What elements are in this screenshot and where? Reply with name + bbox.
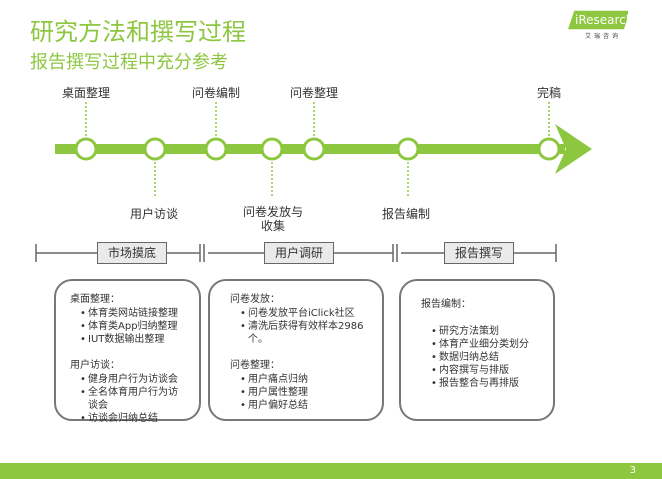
node-6 (396, 137, 420, 161)
list-item: 数据归纳总结 (431, 351, 539, 364)
logo-brand: iResearch (575, 13, 634, 27)
box-market-head2: 用户访谈： (70, 360, 120, 371)
list-item: 体育类网站链接整理 (80, 307, 185, 320)
node-4 (260, 137, 284, 161)
label-report-compilation: 报告编制 (382, 207, 431, 221)
node-1 (74, 137, 98, 161)
list-item: 研究方法策划 (431, 325, 539, 338)
list-item: 健身用户行为访谈会 (80, 373, 185, 386)
box-survey-head2: 问卷整理： (230, 360, 280, 371)
logo-sub: 艾瑞咨询 (585, 33, 622, 40)
stage-survey: 用户调研 (264, 242, 335, 264)
list-item: 问卷发放平台iClick社区 (240, 307, 368, 320)
box-survey-head1: 问卷发放： (230, 294, 280, 305)
page-number: 3 (629, 465, 636, 476)
iresearch-logo-mark (568, 10, 628, 30)
label-user-interview: 用户访谈 (130, 207, 179, 221)
list-item: 用户偏好总结 (240, 399, 368, 412)
node-5 (302, 137, 326, 161)
label-questionnaire-design: 问卷编制 (192, 86, 241, 100)
label-final-draft: 完稿 (537, 86, 562, 100)
page-title: 研究方法和撰写过程 (30, 18, 246, 46)
node-7 (537, 137, 561, 161)
box-user-survey: 问卷发放： 问卷发放平台iClick社区 清洗后获得有效样本2986个。 问卷整… (208, 279, 384, 421)
label-questionnaire-collation: 问卷整理 (290, 86, 339, 100)
list-item: 体育产业细分类划分 (431, 338, 539, 351)
list-item: IUT数据输出整理 (80, 333, 185, 346)
box-market-research: 桌面整理： 体育类网站链接整理 体育类App归纳整理 IUT数据输出整理 用户访… (54, 279, 201, 425)
node-3 (204, 137, 228, 161)
footer-bar (0, 463, 662, 479)
list-item: 用户属性整理 (240, 386, 368, 399)
list-item: 内容撰写与排版 (431, 364, 539, 377)
list-item: 清洗后获得有效样本2986个。 (240, 320, 368, 346)
node-2 (143, 137, 167, 161)
label-distribution-collection: 问卷发放与收集 (242, 205, 303, 233)
stage-report: 报告撰写 (444, 242, 515, 264)
box-report-writing: 报告编制： 研究方法策划 体育产业细分类划分 数据归纳总结 内容撰写与排版 报告… (399, 279, 555, 421)
timeline-arrow (55, 102, 592, 198)
label-desk-research: 桌面整理 (62, 86, 111, 100)
box-report-head1: 报告编制： (421, 299, 471, 310)
list-item: 访谈会归纳总结 (80, 412, 185, 425)
box-market-head1: 桌面整理： (70, 294, 120, 305)
page-subtitle: 报告撰写过程中充分参考 (30, 52, 228, 73)
list-item: 用户痛点归纳 (240, 373, 368, 386)
list-item: 全名体育用户行为访谈会 (80, 386, 185, 412)
stage-market: 市场摸底 (97, 242, 168, 264)
list-item: 体育类App归纳整理 (80, 320, 185, 333)
list-item: 报告整合与再排版 (431, 377, 539, 390)
